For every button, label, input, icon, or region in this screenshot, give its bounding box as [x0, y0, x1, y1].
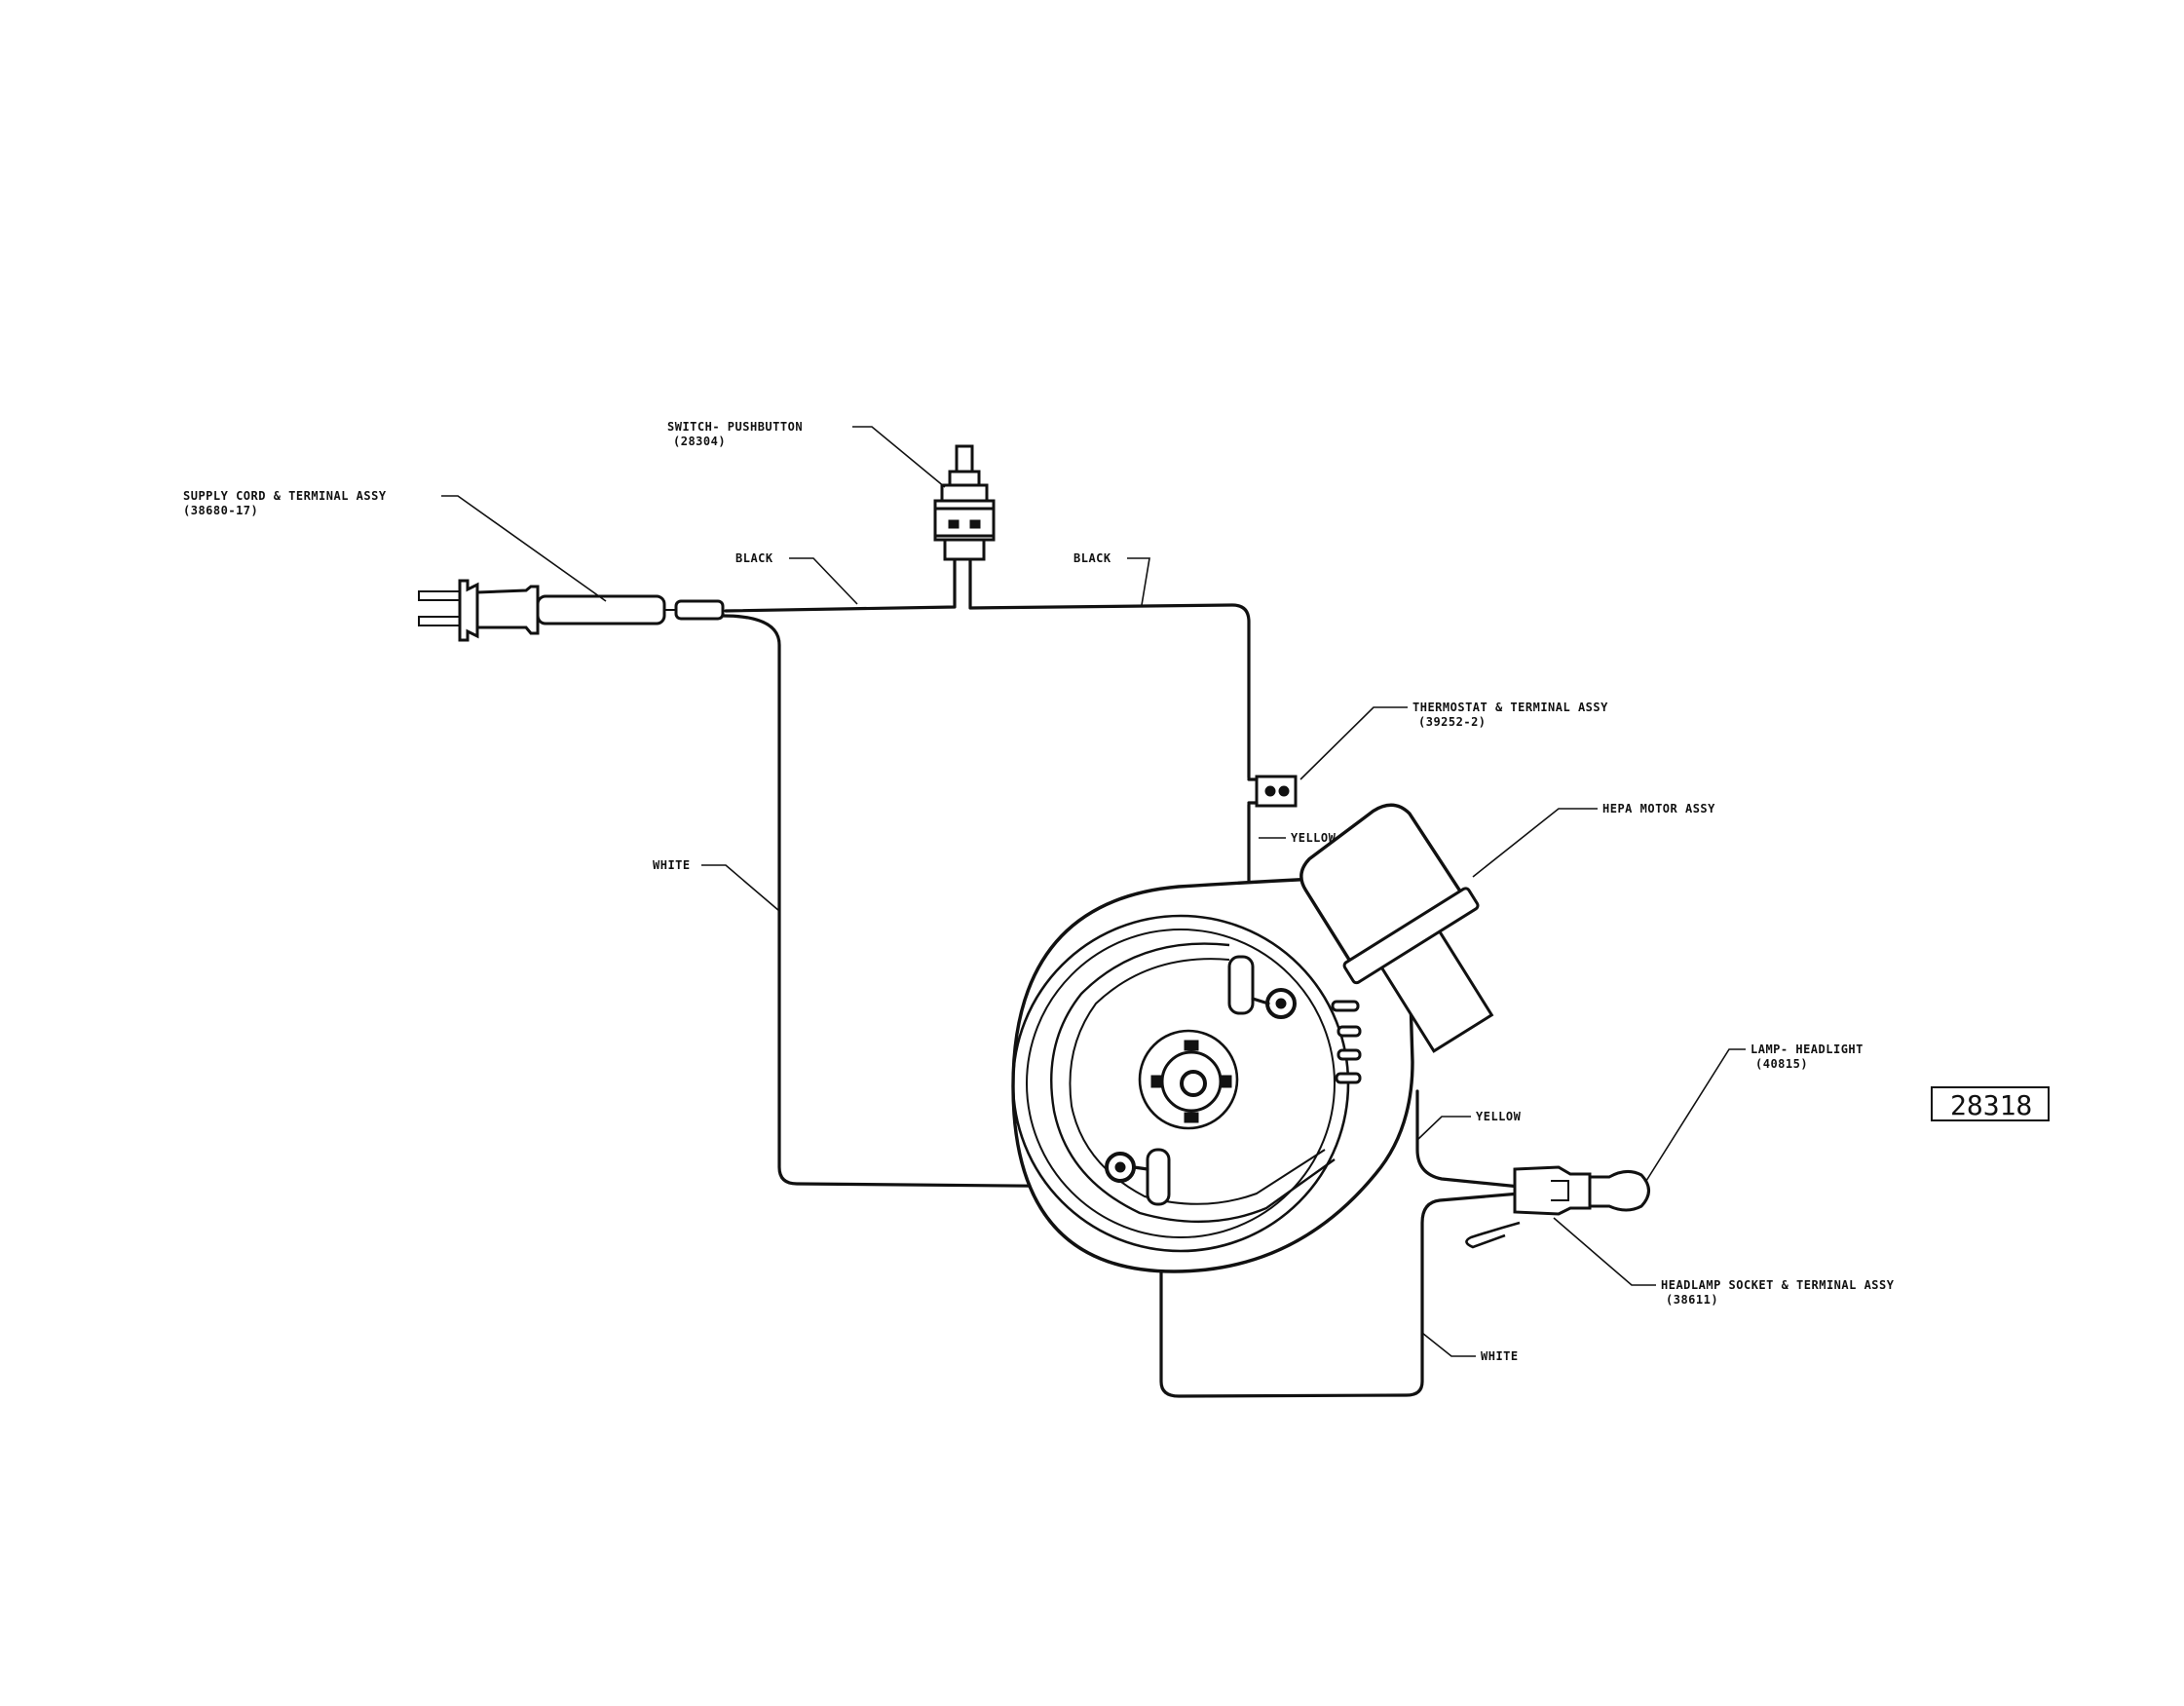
lamp-label: LAMP- HEADLIGHT [1751, 1043, 1864, 1056]
leader-socket [1553, 1217, 1656, 1286]
black-wire-left-label: BLACK [735, 551, 773, 565]
plug-strain-relief [475, 585, 540, 635]
plug-body [458, 579, 479, 642]
hepa-motor [1299, 803, 1494, 1053]
headlamp-socket-slot [1551, 1180, 1569, 1201]
motor-terminal-upper [1227, 955, 1255, 1015]
leader-white-bottom [1421, 1332, 1476, 1357]
switch-base [943, 538, 986, 561]
motor-housing [1011, 877, 1414, 1273]
motor-fan-ring-inner [1026, 929, 1336, 1238]
leader-cord [441, 495, 607, 602]
leader-black-left [789, 557, 858, 605]
thermostat-housing [1255, 775, 1298, 808]
plug-prong-bottom [418, 616, 461, 626]
thermostat-label: THERMOSTAT & TERMINAL ASSY [1412, 701, 1608, 714]
motor-armature-shaft [1180, 1070, 1207, 1097]
switch-housing [933, 507, 996, 538]
thermostat-contact-right [1278, 785, 1290, 797]
yellow-wire-top-label: YELLOW [1291, 831, 1337, 845]
cord-terminal-sleeve [674, 599, 725, 621]
socket-part-number: (38611) [1666, 1293, 1718, 1307]
thermostat-part-number: (39252-2) [1418, 715, 1487, 729]
leader-yellow-bottom [1416, 1116, 1471, 1141]
plug-prong-top [418, 590, 461, 601]
switch-plunger [955, 444, 974, 474]
black-wire-right-label: BLACK [1073, 551, 1111, 565]
yellow-wire-bottom-label: YELLOW [1476, 1110, 1522, 1123]
motor-brush-channel-inner [1069, 958, 1326, 1205]
switch-nut [940, 483, 989, 503]
motor-terminal-lower [1146, 1148, 1171, 1206]
figure-number-frame [1931, 1086, 2050, 1121]
white-wire-bottom-label: WHITE [1481, 1349, 1519, 1363]
figure-number-box: 28318 [1931, 1086, 2050, 1121]
black-wire-left [724, 558, 957, 613]
pushbutton-switch [933, 444, 996, 561]
motor-terminal-lower-screw-core [1114, 1161, 1126, 1173]
hepa-motor-label: HEPA MOTOR ASSY [1602, 802, 1715, 815]
motor-terminal-lower-link [1132, 1165, 1149, 1171]
hepa-motor-ring [1342, 887, 1480, 985]
motor-armature-slot-top [1184, 1040, 1199, 1051]
leader-hepa-motor [1472, 808, 1598, 878]
switch-part-number: (28304) [673, 435, 726, 448]
leader-thermostat [1299, 706, 1408, 780]
switch-collar [948, 470, 981, 487]
white-wire-left-label: WHITE [653, 858, 691, 872]
supply-cord-plug [418, 579, 725, 642]
cord-label: SUPPLY CORD & TERMINAL ASSY [183, 489, 387, 503]
switch-label: SWITCH- PUSHBUTTON [667, 420, 803, 434]
motor-brush-channel [1050, 942, 1336, 1224]
leader-lines [441, 426, 1746, 1357]
lamp-part-number: (40815) [1755, 1057, 1808, 1071]
black-wire-right [968, 558, 1251, 779]
motor-armature-slot-bottom [1184, 1112, 1199, 1123]
labels: SWITCH- PUSHBUTTON (28304) SUPPLY CORD &… [183, 420, 1895, 1363]
motor-armature-slot-left [1150, 1075, 1162, 1088]
figure-number: 28318 [1950, 1089, 2032, 1121]
headlamp-socket [1513, 1165, 1592, 1216]
headlamp-bulb [1588, 1170, 1650, 1212]
socket-label: HEADLAMP SOCKET & TERMINAL ASSY [1661, 1278, 1895, 1292]
leader-white-left [701, 864, 780, 912]
leader-lamp [1645, 1048, 1746, 1182]
white-wire-left [721, 614, 1122, 1189]
thermostat [1247, 775, 1298, 808]
motor-terminal-upper-link [1251, 997, 1270, 1005]
motor-vent-slot-4 [1335, 1072, 1362, 1084]
headlamp [1465, 1165, 1650, 1249]
motor-vent-slot-2 [1337, 1025, 1362, 1038]
headlamp-clip [1465, 1221, 1521, 1249]
motor-vent-slot-1 [1331, 1000, 1360, 1012]
switch-terminal-right [969, 519, 981, 529]
hepa-motor-cap [1299, 803, 1466, 967]
motor-vent-slot-3 [1337, 1048, 1362, 1061]
yellow-wire-bottom [1415, 1089, 1522, 1189]
cord-jacket [536, 594, 666, 626]
thermostat-contact-left [1264, 785, 1276, 797]
cord-part-number: (38680-17) [183, 504, 258, 517]
leader-black-right [1127, 557, 1150, 606]
switch-terminal-left [948, 519, 960, 529]
motor-armature-slot-right [1221, 1075, 1232, 1088]
leader-switch [852, 426, 946, 488]
motor-terminal-upper-screw-core [1275, 998, 1287, 1009]
